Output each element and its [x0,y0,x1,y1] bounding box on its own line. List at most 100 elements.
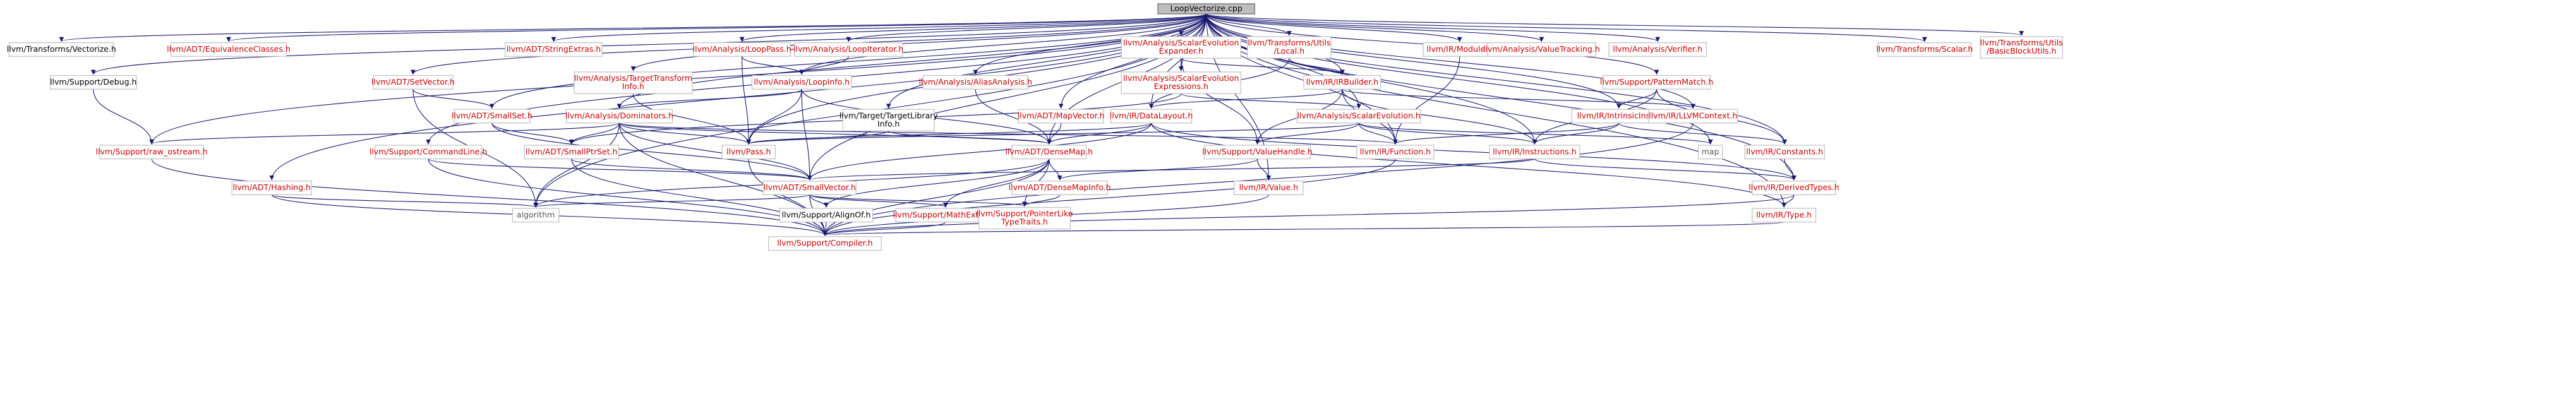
edge-dom-to-sv [618,122,812,181]
node-mv[interactable]: llvm/ADT/MapVector.h [1018,109,1105,124]
edge-mod-to-func [1393,56,1460,145]
node-label: llvm/ADT/DenseMap.h [1006,146,1093,156]
node-intr[interactable]: llvm/IR/IntrinsicInst.h [1571,109,1666,124]
node-box [1487,42,1596,57]
node-ao[interactable]: llvm/Support/AlignOf.h [779,208,874,223]
edge-linfo-to-sv [801,89,812,181]
node-bbu[interactable]: llvm/Transforms/Utils/BasicBlockUtils.h [1980,36,2063,59]
node-vh[interactable]: llvm/Support/ValueHandle.h [1202,145,1313,160]
node-pm[interactable]: llvm/Support/PatternMatch.h [1600,75,1713,90]
node-map[interactable]: map [1698,145,1723,160]
node-label: llvm/Analysis/LoopInfo.h [754,77,850,87]
node-alg[interactable]: algorithm [512,208,560,223]
node-dt[interactable]: llvm/IR/DerivedTypes.h [1748,181,1839,195]
edge-vh-to-dmi [1057,158,1258,181]
edge-sev-to-ss [412,88,495,109]
node-box [231,181,312,195]
edge-root-to-tti [630,13,1207,71]
node-vt[interactable]: llvm/Analysis/ValueTracking.h [1483,42,1600,57]
node-ros[interactable]: llvm/Support/raw_ostream.h [96,145,208,160]
node-box [574,71,693,94]
node-lp[interactable]: llvm/Analysis/LoopPass.h [693,42,791,57]
node-box [1356,145,1435,160]
node-tv[interactable]: llvm/Transforms/Vectorize.h [7,42,116,57]
edge-root-to-dbg [91,13,1207,75]
node-dom[interactable]: llvm/Analysis/Dominators.h [565,109,673,124]
node-mod[interactable]: llvm/IR/Module.h [1423,42,1497,57]
edge-root-to-lp [740,13,1207,42]
node-dl[interactable]: llvm/IR/DataLayout.h [1110,109,1193,124]
node-box [1303,75,1381,90]
node-box [1980,36,2063,59]
node-dm[interactable]: llvm/ADT/DenseMap.h [1006,145,1093,160]
node-sexp[interactable]: llvm/Analysis/ScalarEvolutionExpressions… [1121,71,1241,94]
node-llc[interactable]: llvm/IR/LLVMContext.h [1648,109,1738,124]
node-val[interactable]: llvm/IR/Value.h [1234,181,1304,195]
node-box [721,145,776,160]
node-label: llvm/ADT/MapVector.h [1018,111,1105,121]
node-sev[interactable]: llvm/ADT/SetVector.h [371,75,455,90]
node-label: llvm/Target/TargetLibrary [840,110,939,120]
node-func[interactable]: llvm/IR/Function.h [1356,145,1435,160]
node-box [1018,109,1104,124]
node-label: llvm/IR/DataLayout.h [1110,111,1193,121]
edge-irb-to-dl [1148,88,1343,109]
node-inst[interactable]: llvm/IR/Instructions.h [1489,145,1580,160]
node-cl[interactable]: llvm/Support/CommandLine.h [370,145,488,160]
node-hash[interactable]: llvm/ADT/Hashing.h [231,181,312,195]
edge-intr-to-func [1393,122,1620,145]
node-box [1698,145,1723,160]
node-cons[interactable]: llvm/IR/Constants.h [1744,145,1825,160]
edge-root-to-mod [1206,13,1462,42]
node-box [505,42,603,57]
node-box [1608,42,1707,57]
edge-ros-to-comp [151,158,828,236]
edge-inst-to-sv [807,158,1535,181]
node-label: Expander.h [1159,46,1203,56]
node-label: llvm/ADT/SetVector.h [371,77,455,87]
node-li[interactable]: llvm/Analysis/LoopIterator.h [793,42,903,57]
edge-hash-to-alg [271,194,538,208]
node-ss[interactable]: llvm/ADT/SmallSet.h [452,109,533,124]
node-se[interactable]: llvm/ADT/StringExtras.h [505,42,603,57]
node-label: llvm/Support/PatternMatch.h [1600,77,1713,87]
node-linfo[interactable]: llvm/Analysis/LoopInfo.h [751,75,852,90]
edge-ttl-to-dm [888,130,1052,145]
node-sevo[interactable]: llvm/Analysis/ScalarEvolution.h [1296,109,1421,124]
node-label: llvm/IR/LLVMContext.h [1649,111,1737,121]
node-sv[interactable]: llvm/ADT/SmallVector.h [762,181,857,195]
node-box [1744,145,1825,160]
node-box [1011,181,1108,195]
node-box [1489,145,1580,160]
node-aa[interactable]: llvm/Analysis/AliasAnalysis.h [918,75,1032,90]
node-ver[interactable]: llvm/Analysis/Verifier.h [1608,42,1707,57]
node-box [768,236,882,251]
node-ts[interactable]: llvm/Transforms/Scalar.h [1876,42,1973,57]
node-dmi[interactable]: llvm/ADT/DenseMapInfo.h [1009,181,1111,195]
node-dbg[interactable]: llvm/Support/Debug.h [49,75,137,90]
node-label: TypeTraits.h [1001,217,1048,227]
edge-intr-to-inst [1532,122,1620,145]
node-sps[interactable]: llvm/ADT/SmallPtrSet.h [524,145,619,160]
node-type[interactable]: llvm/IR/Type.h [1752,208,1817,223]
node-pass[interactable]: llvm/Pass.h [721,145,776,160]
node-label: llvm/ADT/DenseMapInfo.h [1009,182,1111,192]
edge-root-to-intr [1206,13,1622,109]
node-box [762,181,857,195]
node-eqc[interactable]: llvm/ADT/EquivalenceClasses.h [167,42,291,57]
edge-dl-to-pass [746,122,1152,145]
node-label: llvm/Analysis/AliasAnalysis.h [918,77,1032,87]
node-comp[interactable]: llvm/Support/Compiler.h [768,236,882,251]
node-me[interactable]: llvm/Support/MathExtras.h [893,208,999,223]
edge-ss-to-sps [491,122,574,145]
node-tul[interactable]: llvm/Transforms/Utils/Local.h [1247,36,1332,59]
node-label: Info.h [877,119,900,128]
edge-sevo-to-pass [746,122,1359,145]
node-irb[interactable]: llvm/IR/IRBuilder.h [1303,75,1381,90]
node-label: llvm/Support/MathExtras.h [893,210,998,219]
